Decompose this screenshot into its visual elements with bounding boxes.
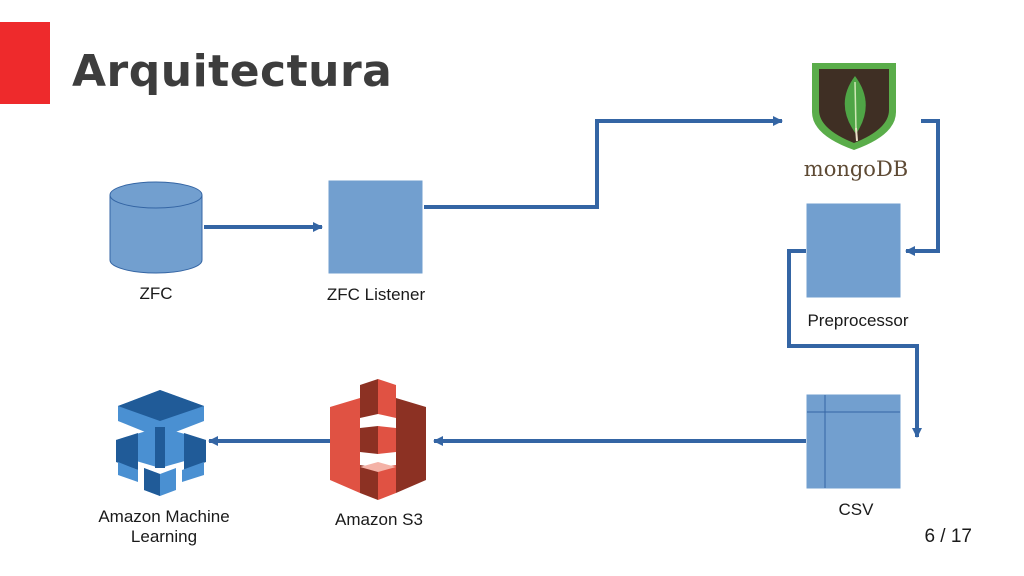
edge-mongodb-to-preprocessor: [905, 119, 940, 256]
zfc-listener-label: ZFC Listener: [326, 285, 426, 304]
csv-table-icon[interactable]: [806, 394, 901, 489]
amazon-machine-learning-icon[interactable]: [116, 390, 206, 496]
mongodb-logo[interactable]: mongoDB: [804, 63, 908, 181]
zfc-database-icon[interactable]: [109, 181, 203, 274]
amazon-ml-label-line2: Learning: [130, 527, 198, 546]
zfc-label: ZFC: [139, 284, 173, 303]
preprocessor-box[interactable]: [806, 203, 901, 298]
page-number: 6 / 17: [924, 526, 972, 547]
amazon-s3-icon[interactable]: [330, 379, 426, 500]
edge-zfc-listener-to-mongodb: [424, 116, 783, 209]
slide-title: Arquitectura: [72, 46, 393, 97]
edge-preprocessor-to-csv: [787, 249, 922, 438]
zfc-listener-box[interactable]: [328, 180, 423, 274]
connectors: [204, 116, 940, 446]
preprocessor-label: Preprocessor: [807, 311, 909, 330]
amazon-s3-label: Amazon S3: [335, 510, 423, 529]
title-accent-bar: [0, 22, 50, 104]
csv-label: CSV: [838, 500, 874, 519]
mongodb-wordmark: mongoDB: [804, 157, 908, 181]
amazon-ml-label-line1: Amazon Machine: [98, 507, 230, 526]
